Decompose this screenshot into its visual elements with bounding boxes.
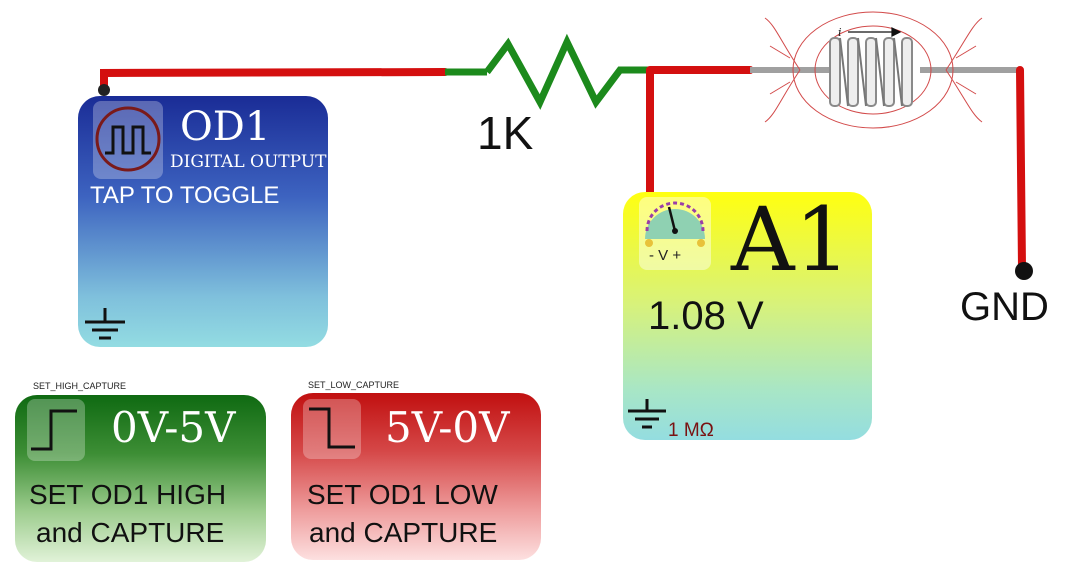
a1-icon-box: - V + [639,197,711,270]
voltmeter-icon [645,201,705,247]
square-wave-icon [95,106,161,172]
a1-title: A1 [731,192,851,291]
set-low-capture-button[interactable]: 5V-0V SET OD1 LOW and CAPTURE [291,393,541,560]
ground-icon [85,308,125,340]
resistor [484,33,650,110]
gnd-label: GND [960,285,1049,329]
ground-icon [628,399,666,429]
inductor-coil [829,37,913,107]
od1-icon-box [93,101,163,179]
low-capture-tag: SET_LOW_CAPTURE [308,380,400,390]
low-capture-line1: SET OD1 LOW [307,479,498,510]
od1-subtitle: DIGITAL OUTPUT [170,152,327,172]
set-high-capture-button[interactable]: 0V-5V SET OD1 HIGH and CAPTURE [15,395,266,562]
resistor-label: 1K [477,107,534,159]
od1-terminal [98,84,110,96]
a1-card[interactable]: - V + A1 1.08 V 1 MΩ [623,192,872,440]
high-capture-tag: SET_HIGH_CAPTURE [33,381,127,391]
wire-od1-to-resistor [100,68,449,94]
gnd-terminal [1015,262,1033,280]
low-capture-title: 5V-0V [385,403,510,452]
low-icon-box [303,399,361,459]
a1-impedance: 1 MΩ [668,420,714,440]
low-capture-line2: and CAPTURE [309,517,498,548]
high-capture-line2: and CAPTURE [36,517,225,548]
high-icon-box [27,399,85,461]
high-capture-line1: SET OD1 HIGH [29,479,227,510]
meter-label: - V + [649,247,682,264]
svg-text:i: i [838,26,842,39]
wire-to-gnd [1016,66,1026,272]
od1-card[interactable]: OD1 DIGITAL OUTPUT TAP TO TOGGLE [78,96,328,347]
od1-action: TAP TO TOGGLE [90,182,280,209]
magnetic-field-lines [764,11,983,129]
od1-title: OD1 [180,104,271,150]
current-arrow: i [838,26,902,39]
a1-reading: 1.08 V [648,294,764,338]
rising-edge-icon [31,409,77,451]
falling-edge-icon [309,407,355,449]
high-capture-title: 0V-5V [111,403,236,452]
